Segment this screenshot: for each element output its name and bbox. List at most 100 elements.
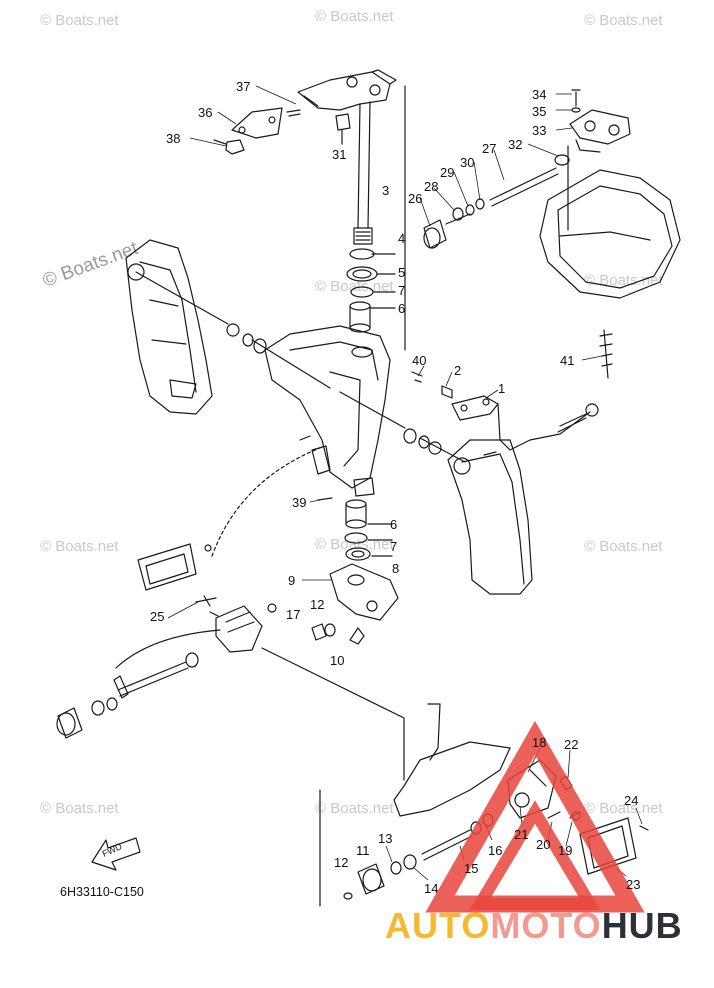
part-label-39: 39 bbox=[292, 495, 307, 510]
washer-12 bbox=[324, 623, 336, 637]
washer-4 bbox=[349, 248, 375, 260]
brand-part-auto: AUTO bbox=[385, 905, 491, 946]
steering-shaft bbox=[353, 101, 373, 245]
washer-13 bbox=[390, 861, 402, 875]
part-label-33: 33 bbox=[532, 123, 547, 138]
o-ring-7-lower bbox=[344, 532, 368, 544]
part-label-25: 25 bbox=[150, 609, 165, 624]
part-label-7-lower: 7 bbox=[390, 539, 398, 554]
part-label-26: 26 bbox=[408, 191, 423, 206]
rod-assembly bbox=[56, 629, 221, 739]
part-label-14: 14 bbox=[424, 881, 439, 896]
bracket-36 bbox=[231, 107, 283, 139]
part-label-36: 36 bbox=[198, 105, 213, 120]
lower-unit bbox=[393, 703, 511, 817]
bushing-6-lower bbox=[345, 499, 367, 529]
brand-wordmark: AUTOMOTOHUB bbox=[385, 905, 683, 947]
nut-10 bbox=[349, 627, 365, 645]
brand-logo-icon bbox=[425, 720, 645, 913]
bushing-26 bbox=[423, 219, 447, 249]
diagram-code: 6H33110-C150 bbox=[60, 885, 144, 899]
part-label-16: 16 bbox=[488, 843, 503, 858]
cover-25 bbox=[137, 543, 212, 591]
part-label-11: 11 bbox=[356, 843, 370, 858]
washers-28-29-30 bbox=[452, 198, 485, 221]
watermark: © Boats.net bbox=[584, 12, 663, 29]
cable-path bbox=[211, 447, 321, 557]
o-ring-7 bbox=[350, 286, 374, 298]
shaft-27 bbox=[489, 154, 570, 207]
part-label-7: 7 bbox=[398, 283, 406, 298]
clamp-bracket-left bbox=[125, 239, 213, 415]
washer-8 bbox=[345, 547, 371, 561]
watermark: © Boats.net bbox=[584, 800, 663, 817]
bushing-11 bbox=[357, 863, 385, 895]
wave-washer-5 bbox=[346, 266, 378, 282]
part-label-12: 12 bbox=[310, 597, 325, 612]
watermark: © Boats.net bbox=[40, 800, 119, 817]
cover-23 bbox=[579, 817, 637, 875]
part-label-40: 40 bbox=[412, 353, 427, 368]
part-label-22: 22 bbox=[564, 737, 579, 752]
part-label-5: 5 bbox=[398, 265, 406, 280]
bolt-40 bbox=[411, 371, 423, 383]
washer-12-lower bbox=[343, 892, 353, 900]
part-label-13: 13 bbox=[378, 831, 393, 846]
part-label-30: 30 bbox=[460, 155, 475, 170]
part-label-21: 21 bbox=[514, 827, 529, 842]
screw-2 bbox=[441, 385, 453, 399]
part-label-6: 6 bbox=[398, 301, 406, 316]
brand-part-moto: MOTO bbox=[490, 905, 602, 946]
part-label-23: 23 bbox=[626, 877, 641, 892]
bolt-37 bbox=[286, 109, 301, 117]
motor-housing bbox=[539, 169, 681, 299]
guide-line-lower bbox=[261, 647, 405, 781]
swivel-bracket bbox=[264, 325, 391, 497]
part-label-29: 29 bbox=[440, 165, 455, 180]
part-label-17: 17 bbox=[286, 607, 301, 622]
part-label-31: 31 bbox=[332, 147, 347, 162]
part-label-38: 38 bbox=[166, 131, 181, 146]
bracket-33 bbox=[569, 89, 631, 153]
steering-arm bbox=[297, 69, 397, 111]
clamp-bracket-right bbox=[447, 439, 533, 595]
part-label-12-lower: 12 bbox=[334, 855, 349, 870]
part-label-3: 3 bbox=[382, 183, 390, 198]
nut-38 bbox=[213, 139, 245, 155]
part-label-8: 8 bbox=[392, 561, 400, 576]
part-label-20: 20 bbox=[536, 837, 551, 852]
part-label-27: 27 bbox=[482, 141, 497, 156]
tilt-shaft-bushings bbox=[226, 323, 442, 455]
trim-sensor-1 bbox=[451, 395, 599, 451]
watermark: © Boats.net bbox=[315, 800, 394, 817]
part-label-2: 2 bbox=[454, 363, 462, 378]
part-label-18: 18 bbox=[532, 735, 547, 750]
brand-part-hub: HUB bbox=[601, 905, 683, 946]
part-label-35: 35 bbox=[532, 104, 547, 119]
steering-bracket-9 bbox=[329, 563, 399, 621]
part-label-10: 10 bbox=[330, 653, 345, 668]
nut-17 bbox=[311, 623, 327, 641]
watermark: © Boats.net bbox=[315, 8, 394, 25]
fwd-arrow-icon bbox=[91, 837, 141, 871]
screw-24 bbox=[639, 825, 649, 831]
part-label-32: 32 bbox=[508, 137, 523, 152]
bolt-39 bbox=[317, 497, 333, 501]
part-label-41: 41 bbox=[560, 353, 575, 368]
part-label-9: 9 bbox=[288, 573, 296, 588]
part-label-4: 4 bbox=[398, 231, 406, 246]
part-label-19: 19 bbox=[558, 843, 573, 858]
watermark: © Boats.net bbox=[40, 538, 119, 555]
cable-tie-41 bbox=[599, 329, 613, 379]
watermark: © Boats.net bbox=[584, 538, 663, 555]
tilt-shaft-line bbox=[135, 271, 466, 463]
part-label-15: 15 bbox=[464, 861, 479, 876]
part-label-34: 34 bbox=[532, 87, 547, 102]
nut-31 bbox=[335, 113, 351, 145]
watermark: © Boats.net bbox=[40, 12, 119, 29]
part-label-24: 24 bbox=[624, 793, 639, 808]
part-label-1: 1 bbox=[498, 381, 506, 396]
watermark: © Boats.net bbox=[315, 278, 394, 295]
